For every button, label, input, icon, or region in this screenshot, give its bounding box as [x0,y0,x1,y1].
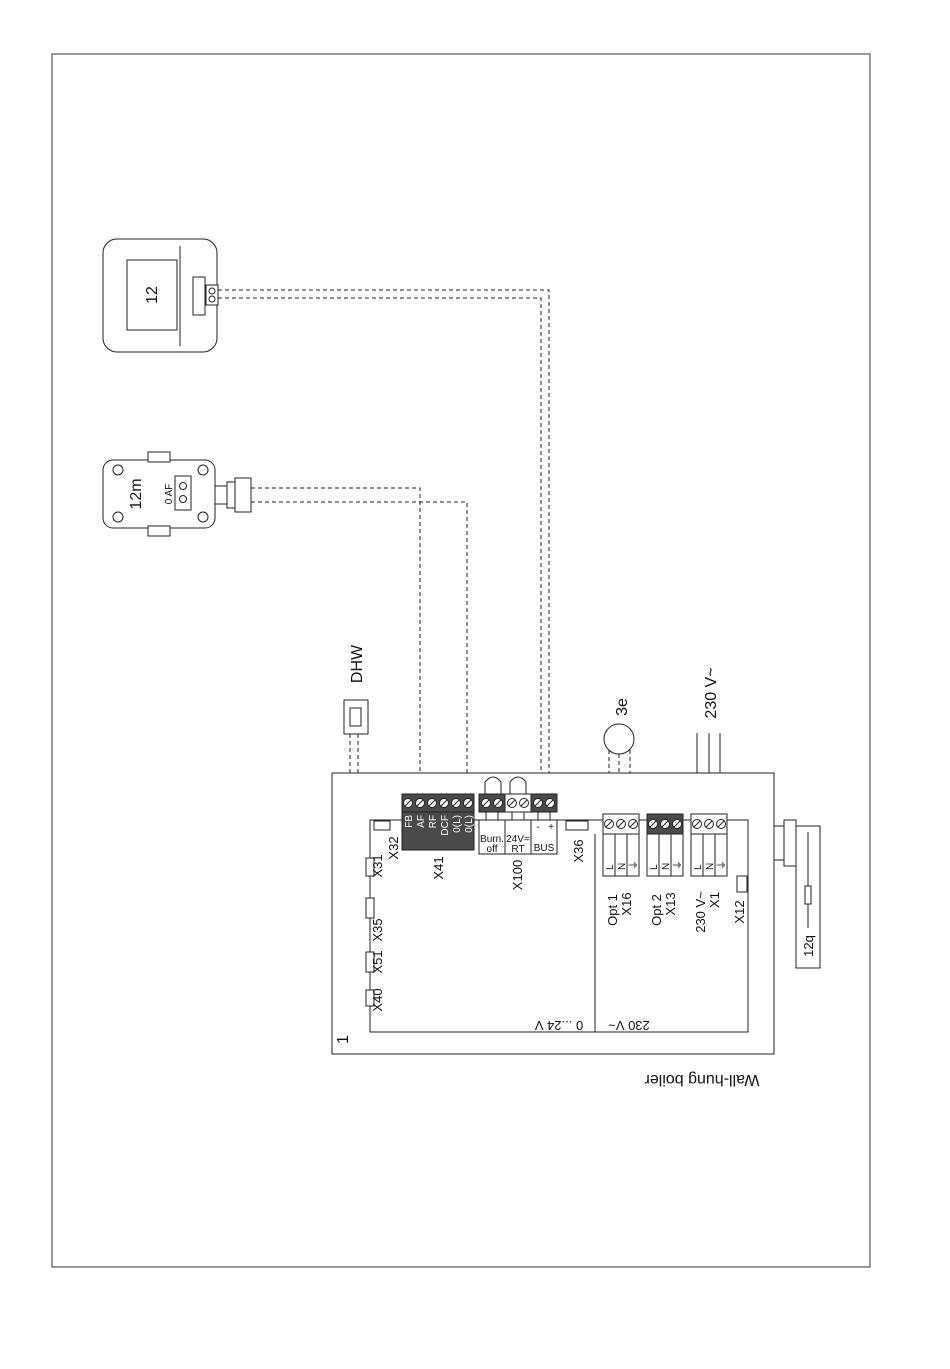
x100-off: off [487,844,498,855]
thermostat-label: 12 [144,286,161,304]
accessory-label: 12q [801,935,816,957]
x16-label: X16 [619,892,634,915]
opt1-term-n: N [617,863,628,870]
x1-term-pe: ⏚ [716,860,728,870]
x41-term-0l-b: 0(L) [464,815,475,833]
x41-label: X41 [431,856,446,879]
x40-label: X40 [370,988,385,1011]
zone-low-label: 0 ...24 V [534,1018,583,1033]
boiler-caption: Wall-hung boiler [644,1071,760,1088]
x41-term-dcf: DCF [440,815,451,836]
x100-bus: BUS [534,843,555,854]
opt2-term-l: L [649,864,660,870]
opt2-term-pe: ⏚ [672,860,684,870]
sensor-terminal-label: 0 AF [164,484,175,505]
x100-rt: RT [511,844,524,855]
x31-label: X31 [370,854,385,877]
pump-label: 3e [614,698,631,716]
x35-label: X35 [370,918,385,941]
x100-minus: - [536,822,539,833]
x32-label: X32 [386,836,401,859]
x1-voltage-label: 230 V~ [693,891,708,933]
x41-term-af: AF [416,815,427,828]
boiler-number: 1 [335,1035,352,1044]
x13-label: X13 [663,892,678,915]
opt2-label: Opt 2 [649,894,664,926]
x1-term-n: N [705,863,716,870]
x41-term-rf: RF [428,815,439,828]
x1-label: X1 [707,892,722,908]
opt1-label: Opt 1 [605,894,620,926]
x100-label: X100 [510,860,525,890]
bus-wiring [218,290,549,794]
x1-term-l: L [693,864,704,870]
opt2-term-n: N [661,863,672,870]
x12-label: X12 [732,900,747,923]
opt1-term-l: L [605,864,616,870]
mains-label: 230 V~ [703,667,720,718]
x36-label: X36 [571,839,586,862]
zone-high-label: 230 V~ [608,1018,650,1033]
x41-term-0l-a: 0(L) [452,815,463,833]
room-thermostat: 12 [103,239,218,352]
accessory-12q: 12q [774,820,820,968]
outdoor-sensor: 12m 0 AF [103,452,251,536]
opt1-term-pe: ⏚ [628,860,640,870]
dhw-label: DHW [349,644,366,683]
x51-label: X51 [370,950,385,973]
sensor-label: 12m [128,478,145,509]
x100-plus: + [548,822,554,833]
x41-term-fb: FB [404,815,415,828]
